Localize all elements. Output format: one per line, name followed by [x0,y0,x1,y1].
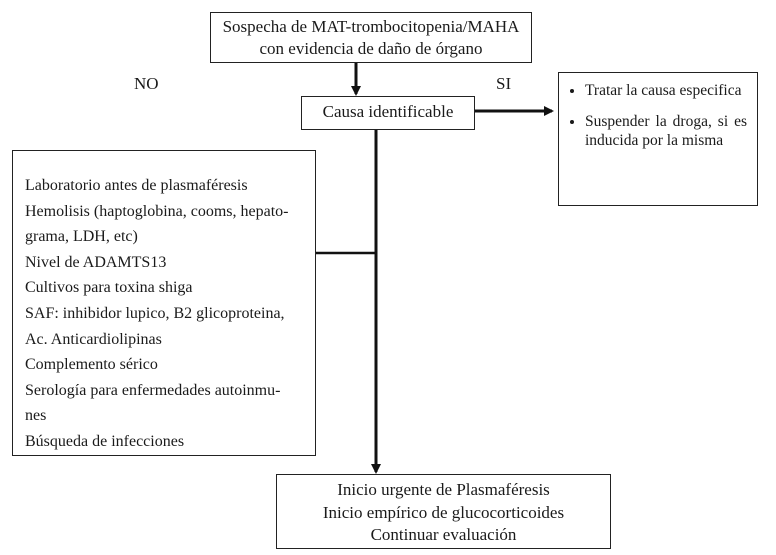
lab-line: Complemento sérico [25,356,158,374]
action-line: Inicio urgente de Plasmaféresis [337,480,550,499]
lab-line: Ac. Anticardiolipinas [25,330,162,348]
lab-line: SAF: inhibidor lupico, B2 glicoproteina, [25,304,285,322]
suspicion-box: Sospecha de MAT-trombocitopenia/MAHA con… [210,12,532,63]
lab-line: Serología para enfermedades autoinmu- [25,381,281,399]
lab-line: Hemolisis (haptoglobina, cooms, hepato- [25,202,289,220]
branch-label-no: NO [134,74,159,93]
plasmapheresis-box: Inicio urgente de Plasmaféresis Inicio e… [276,474,611,549]
branch-label-si: SI [496,74,512,93]
lab-line: Nivel de ADAMTS13 [25,253,167,271]
action-line: Continuar evaluación [370,525,517,544]
lab-line: Cultivos para toxina shiga [25,279,193,297]
treat-cause-item: Tratar la causa especifica [585,81,747,100]
identifiable-cause-box: Causa identificable [301,96,475,130]
stop-drug-item: Suspender la droga, si es inducida por l… [585,112,747,150]
lab-line: grama, LDH, etc) [25,228,138,246]
suspicion-line-1: Sospecha de MAT-trombocitopenia/MAHA [222,17,520,36]
treat-cause-list: Tratar la causa especifica Suspender la … [569,81,747,150]
lab-line: Búsqueda de infecciones [25,432,185,450]
suspicion-line-2: con evidencia de daño de órgano [259,39,483,58]
treat-cause-box: Tratar la causa especifica Suspender la … [558,72,758,206]
action-line: Inicio empírico de glucocorticoides [322,502,565,522]
lab-line: Laboratorio antes de plasmaféresis [25,177,248,194]
laboratory-box: Laboratorio antes de plasmaféresis Hemol… [12,150,316,456]
identifiable-cause-text: Causa identificable [322,102,454,121]
lab-line: nes [25,407,47,425]
